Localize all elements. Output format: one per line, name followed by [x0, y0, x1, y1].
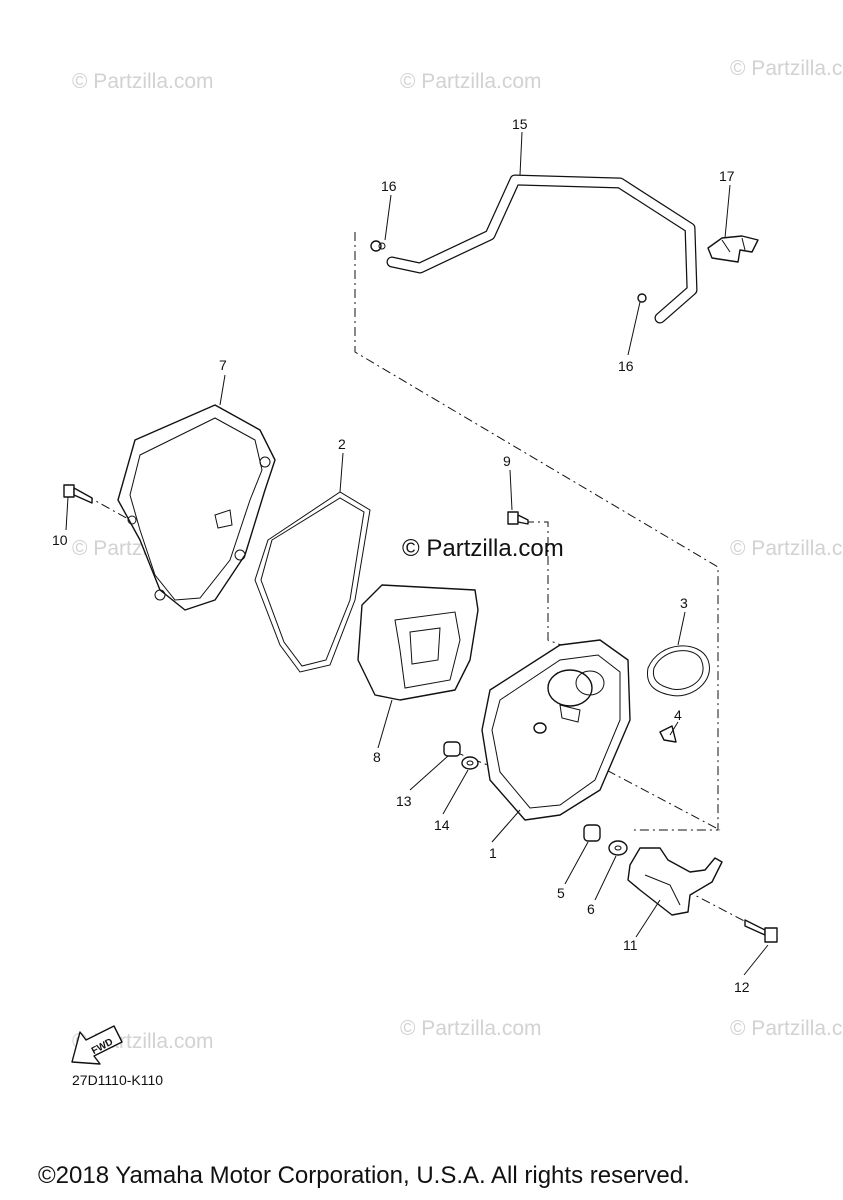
collar-6 — [608, 840, 628, 856]
callout-13: 13 — [396, 793, 412, 809]
callout-14: 14 — [434, 817, 450, 833]
hose-holder — [707, 235, 759, 263]
watermark: © Partzilla.com — [400, 70, 542, 93]
callout-17: 17 — [719, 168, 735, 184]
hose-clip-lower — [637, 293, 647, 303]
breather-hose — [386, 174, 698, 324]
callout-3: 3 — [680, 595, 688, 611]
air-cleaner-cover — [117, 404, 276, 611]
callout-6: 6 — [587, 901, 595, 917]
callout-7: 7 — [219, 357, 227, 373]
collar-14 — [461, 756, 479, 770]
watermark: © Partzilla.com — [730, 537, 843, 560]
callout-labels: 1 2 3 4 5 6 7 8 9 10 11 12 13 14 15 16 1… — [52, 116, 750, 995]
grommet-5 — [583, 824, 601, 842]
callout-16-lower: 16 — [618, 358, 634, 374]
bolt-10 — [63, 484, 93, 504]
cover-gasket — [254, 491, 371, 673]
leader-lines — [65, 131, 769, 976]
copyright-notice: ©2018 Yamaha Motor Corporation, U.S.A. A… — [38, 1162, 690, 1189]
o-ring — [646, 645, 710, 697]
callout-9: 9 — [503, 453, 511, 469]
callout-12: 12 — [734, 979, 750, 995]
bolt-9 — [507, 511, 529, 525]
watermark: © Partzilla.com — [730, 1017, 843, 1040]
diagram-code: 27D1110-K110 — [72, 1072, 164, 1088]
callout-2: 2 — [338, 436, 346, 452]
callout-15: 15 — [512, 116, 528, 132]
center-watermark: © Partzilla.com — [402, 535, 564, 562]
callout-4: 4 — [674, 707, 682, 723]
air-cleaner-case — [481, 639, 631, 821]
callout-8: 8 — [373, 749, 381, 765]
callout-1: 1 — [489, 845, 497, 861]
assembly-boundary-line — [354, 232, 719, 831]
hose-clip-upper — [370, 240, 386, 252]
assembly-line-9 — [525, 521, 601, 661]
air-filter-element — [357, 584, 479, 701]
bolt-12 — [744, 919, 778, 943]
callout-16-upper: 16 — [381, 178, 397, 194]
watermark: © Partzilla.com — [72, 70, 214, 93]
callout-10: 10 — [52, 532, 68, 548]
retaining-clip — [659, 725, 677, 743]
grommet-13 — [443, 741, 461, 757]
watermark: © Partzilla.com — [400, 1017, 542, 1040]
bracket — [627, 847, 723, 916]
assembly-line-12 — [684, 889, 753, 926]
callout-5: 5 — [557, 885, 565, 901]
callout-11: 11 — [623, 937, 638, 953]
watermark: © Partzilla.com — [730, 57, 843, 80]
